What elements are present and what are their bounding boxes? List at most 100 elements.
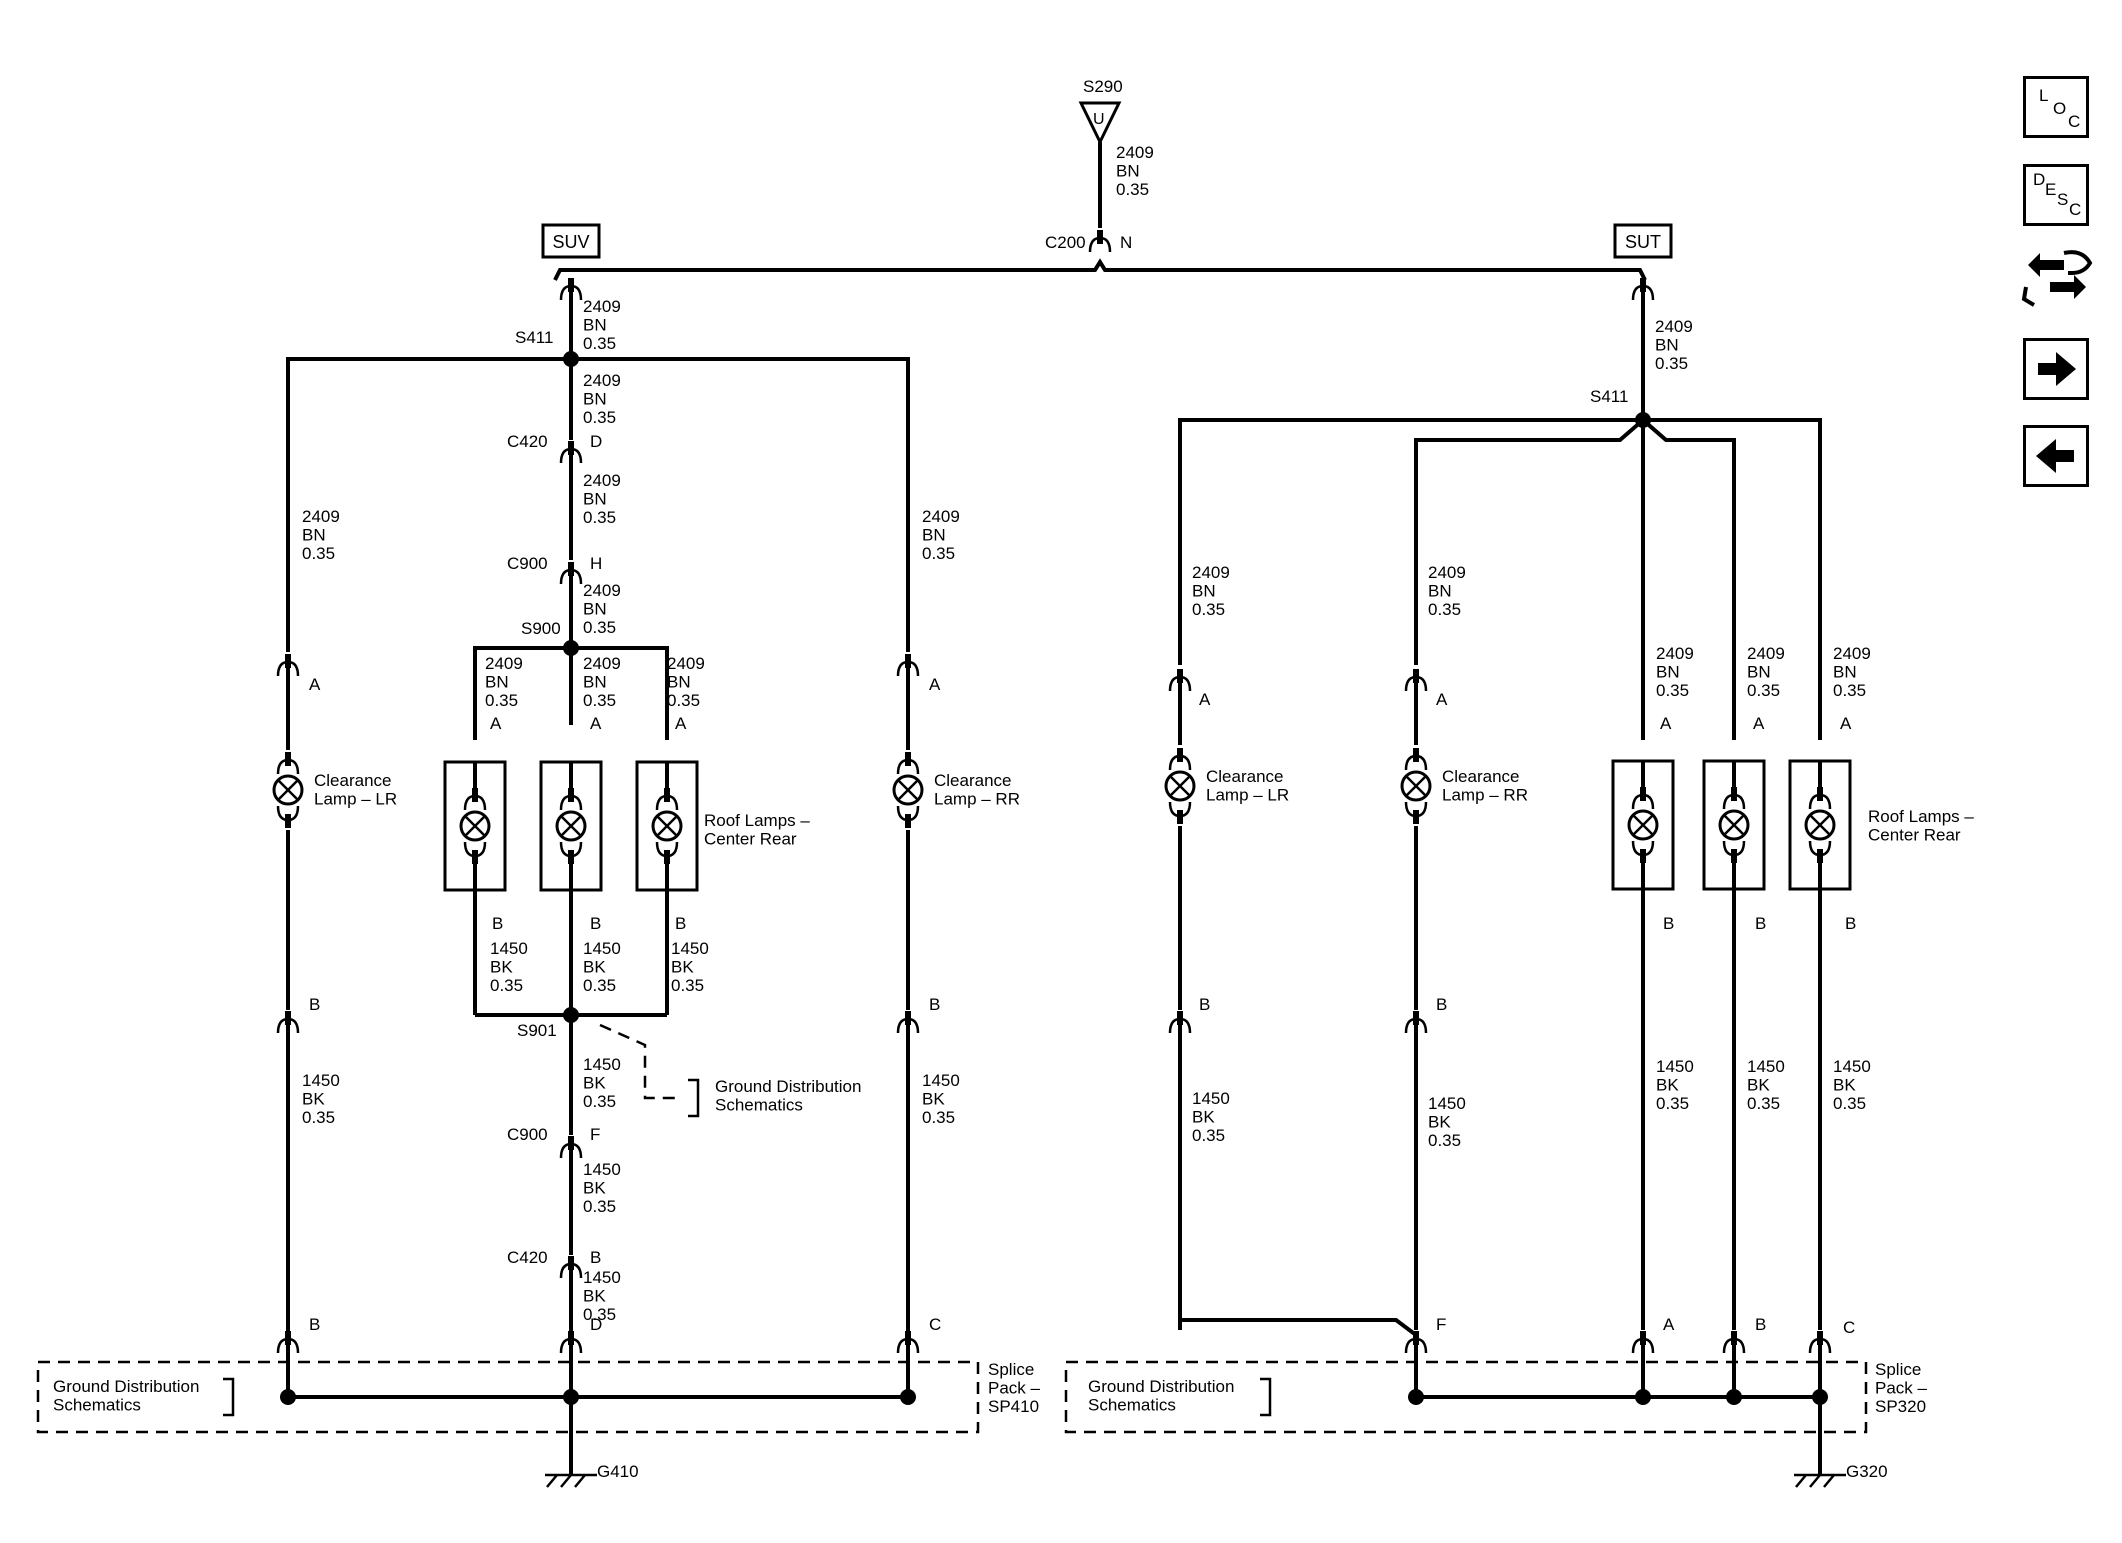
wire-segment <box>1823 1474 1835 1488</box>
ref-bracket <box>223 1377 235 1417</box>
suv-splice-s901: S901 <box>517 1021 557 1040</box>
suv-ground-ref-label: Schematics <box>715 1096 803 1115</box>
loc-letter-o: O <box>2053 99 2067 118</box>
connector-pin <box>1177 810 1183 824</box>
connector-pin <box>1177 748 1183 762</box>
wire-path <box>599 1023 675 1100</box>
wire-path <box>1178 1025 1418 1337</box>
suv-pin-label: H <box>590 554 602 573</box>
sut-wire-label: 1450 <box>1656 1057 1694 1076</box>
connector-pin <box>285 752 291 766</box>
suv-ground-label: G410 <box>597 1462 639 1481</box>
lamp-filament <box>656 815 678 837</box>
sut-wire-label: BN <box>1656 663 1680 682</box>
connector-pin <box>1640 787 1646 801</box>
connector-pin <box>1817 1331 1823 1345</box>
wire-path <box>286 1345 910 1399</box>
connector-pin <box>1731 1331 1737 1345</box>
sut-wire-label: 1450 <box>1428 1094 1466 1113</box>
sut-wire-label: 1450 <box>1747 1057 1785 1076</box>
suv-wire-label: 0.35 <box>922 544 955 563</box>
suv-lamp-lr-label: Clearance <box>314 771 392 790</box>
suv-splice-s411: S411 <box>515 328 553 347</box>
suv-wire-label: 0.35 <box>671 976 704 995</box>
suv-wire-label: BN <box>583 600 607 619</box>
source-pin-label: N <box>1120 233 1132 252</box>
lamp-filament <box>277 779 299 801</box>
suv-wire-label: 1450 <box>583 939 621 958</box>
sut-wire-label: 2409 <box>1192 563 1230 582</box>
connector-pin <box>472 788 478 802</box>
connector-pin <box>285 654 291 668</box>
suv-wire-label: 1450 <box>922 1071 960 1090</box>
sut-wire-label: 2409 <box>1833 644 1871 663</box>
description-button[interactable]: D E S C <box>2023 164 2089 226</box>
sut-wire-label: 0.35 <box>1428 600 1461 619</box>
connector-pin <box>905 1011 911 1025</box>
connector-pin <box>568 562 574 576</box>
suv-splice-s900: S900 <box>521 619 561 638</box>
suv-pin-label: B <box>309 995 320 1014</box>
connector-tool-icon[interactable] <box>2020 243 2096 313</box>
suv-splice-pack-label: SP410 <box>988 1397 1039 1416</box>
lamp-filament <box>897 779 919 801</box>
suv-pin-label: A <box>490 714 502 733</box>
connector-pin <box>905 654 911 668</box>
next-page-button[interactable] <box>2023 338 2089 400</box>
sut-pin-label: B <box>1755 1315 1766 1334</box>
suv-pin-label: B <box>492 914 503 933</box>
location-button[interactable]: L O C <box>2023 76 2089 138</box>
connector-pin <box>1413 748 1419 762</box>
sut-wire-label: BN <box>1747 663 1771 682</box>
sut-splice-pack-label: Splice <box>1875 1360 1921 1379</box>
suv-pin-label: D <box>590 1315 602 1334</box>
connector-pin <box>905 814 911 828</box>
connector-pin <box>1177 669 1183 683</box>
connector-pin <box>1413 810 1419 824</box>
suv-wire-label: BK <box>583 958 606 977</box>
connector-pin <box>472 850 478 864</box>
desc-letter-s: S <box>2057 190 2069 209</box>
arrow-left-icon <box>2036 439 2074 473</box>
connector-pin <box>1817 849 1823 863</box>
suv-wire-label: BK <box>922 1090 945 1109</box>
sut-pin-label: A <box>1436 690 1448 709</box>
suv-pin-label: B <box>590 914 601 933</box>
connector-pin <box>568 850 574 864</box>
sut-wire-label: 1450 <box>1192 1089 1230 1108</box>
sut-wire-label: BK <box>1192 1108 1215 1127</box>
source-wire-label: 0.35 <box>1116 180 1149 199</box>
suv-wire-label: 0.35 <box>667 691 700 710</box>
suv-pin-label: A <box>929 675 941 694</box>
connector-pin <box>1640 1331 1646 1345</box>
sut-pin-label: B <box>1845 914 1856 933</box>
suv-lamp-rr-label: Lamp – RR <box>934 790 1020 809</box>
sut-ground-pack-ref-label: Schematics <box>1088 1396 1176 1415</box>
connector-pin <box>285 1011 291 1025</box>
suv-wire-label: 2409 <box>583 581 621 600</box>
suv-wire-label: 2409 <box>583 471 621 490</box>
connector-pin <box>664 788 670 802</box>
suv-wire-label: 0.35 <box>583 691 616 710</box>
splice-dot <box>280 1389 296 1405</box>
suv-wire-label: 0.35 <box>583 334 616 353</box>
source-splice-label: S290 <box>1083 77 1123 96</box>
suv-wire-label: 0.35 <box>490 976 523 995</box>
sut-pin-label: B <box>1663 914 1674 933</box>
splice-dot <box>1408 1389 1424 1405</box>
wire-segment <box>574 1474 586 1488</box>
suv-wire-label: 0.35 <box>583 976 616 995</box>
sut-lamp-rr-label: Lamp – RR <box>1442 786 1528 805</box>
lamp-filament <box>1723 814 1745 836</box>
suv-splice-pack-label: Splice <box>988 1360 1034 1379</box>
suv-wire-label: 1450 <box>583 1055 621 1074</box>
suv-wire-label: BN <box>583 490 607 509</box>
previous-page-button[interactable] <box>2023 425 2089 487</box>
lamp-filament <box>1405 775 1427 797</box>
suv-wire-label: BN <box>583 673 607 692</box>
sut-wire-label: 0.35 <box>1747 681 1780 700</box>
suv-wire-label: BN <box>302 526 326 545</box>
sut-pin-label: A <box>1840 714 1852 733</box>
wire-segment <box>546 1474 558 1488</box>
suv-ground-pack-ref-label: Schematics <box>53 1396 141 1415</box>
